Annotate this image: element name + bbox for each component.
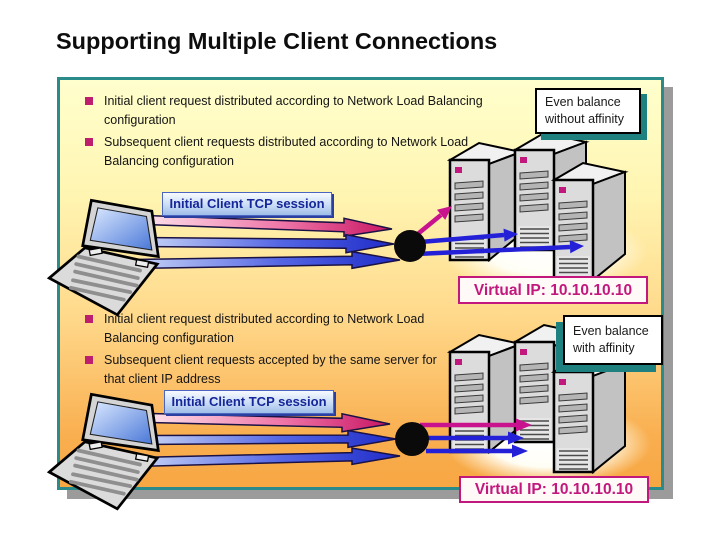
balance-note-bottom: Even balance with affinity [563,315,663,365]
tcp-session-label-bottom: Initial Client TCP session [164,390,334,414]
virtual-ip-label-bottom: Virtual IP: 10.10.10.10 [459,476,649,503]
balance-note-line: without affinity [545,112,624,126]
balance-note-line: with affinity [573,341,635,355]
balance-note-line: Even balance [573,324,649,338]
page-title: Supporting Multiple Client Connections [56,28,498,54]
bullet-item: Initial client request distributed accor… [84,92,484,130]
bullet-item: Subsequent client requests distributed a… [84,133,484,171]
tcp-session-label-top: Initial Client TCP session [162,192,332,216]
balance-note-top: Even balance without affinity [535,88,641,134]
balance-note-line: Even balance [545,95,621,109]
bullet-list-top: Initial client request distributed accor… [84,92,484,174]
bullet-item: Subsequent client requests accepted by t… [84,351,454,389]
virtual-ip-label-top: Virtual IP: 10.10.10.10 [458,276,648,304]
bullet-item: Initial client request distributed accor… [84,310,454,348]
bullet-list-bottom: Initial client request distributed accor… [84,310,454,392]
